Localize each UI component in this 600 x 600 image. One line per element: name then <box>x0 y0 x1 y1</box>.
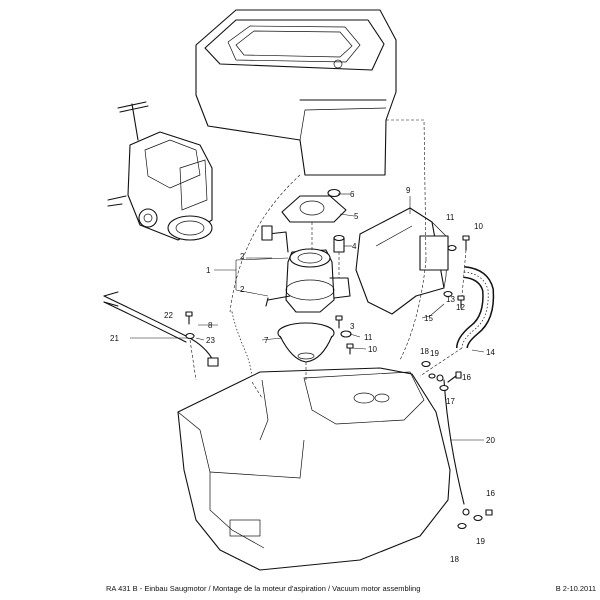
callout-15: 15 <box>424 314 433 323</box>
assembly-dash-lines <box>189 119 467 399</box>
callout-12: 12 <box>456 303 465 312</box>
suction-hose-right <box>456 266 495 349</box>
callout-6: 6 <box>350 190 355 199</box>
callout-1: 1 <box>206 266 211 275</box>
callout-23: 23 <box>206 336 215 345</box>
earth-cable <box>436 374 470 516</box>
callout-8: 8 <box>208 321 213 330</box>
callout-18-bottom: 18 <box>450 555 459 564</box>
diagram-footer: RA 431 B - Einbau Saugmotor / Montage de… <box>106 584 596 598</box>
machine-overview-illustration <box>107 101 213 241</box>
callout-17: 17 <box>446 397 455 406</box>
motor-cover-shield <box>355 207 449 315</box>
callout-20: 20 <box>486 436 495 445</box>
callout-3: 3 <box>350 322 355 331</box>
callout-10-top: 10 <box>474 222 483 231</box>
motor-gasket-plate <box>281 195 347 223</box>
callout-4: 4 <box>352 242 357 251</box>
callout-16-bottom: 16 <box>486 489 495 498</box>
callout-16-mid: 16 <box>462 373 471 382</box>
callout-labels: 1 2 2 3 4 5 6 7 8 9 10 10 11 11 12 13 14… <box>110 186 495 564</box>
recovery-tank-lid <box>195 9 397 176</box>
suction-hose-left <box>227 311 257 383</box>
callout-18-mid: 18 <box>420 347 429 356</box>
callout-21: 21 <box>110 334 119 343</box>
callout-9: 9 <box>406 186 411 195</box>
callout-22: 22 <box>164 311 173 320</box>
callout-7: 7 <box>264 336 269 345</box>
callout-2-lower: 2 <box>240 285 245 294</box>
callout-2-upper: 2 <box>240 252 245 261</box>
fasteners <box>185 235 493 530</box>
leader-lines <box>130 193 485 441</box>
callout-5: 5 <box>354 212 359 221</box>
callout-11-top: 11 <box>446 213 455 222</box>
callout-10-lower: 10 <box>368 345 377 354</box>
callout-19-bottom: 19 <box>476 537 485 546</box>
callout-13: 13 <box>446 295 455 304</box>
diagram-revision: B 2-10.2011 <box>555 584 596 593</box>
motor-cylinder-part <box>333 234 345 253</box>
callout-19-mid: 19 <box>430 349 439 358</box>
small-cap-part <box>327 188 341 198</box>
motor-support-bowl <box>277 322 335 363</box>
motor-cable-harness <box>103 291 219 367</box>
callout-11-lower: 11 <box>364 333 373 342</box>
diagram-caption: RA 431 B - Einbau Saugmotor / Montage de… <box>106 584 421 593</box>
machine-base-body <box>177 367 451 571</box>
callout-14: 14 <box>486 348 495 357</box>
